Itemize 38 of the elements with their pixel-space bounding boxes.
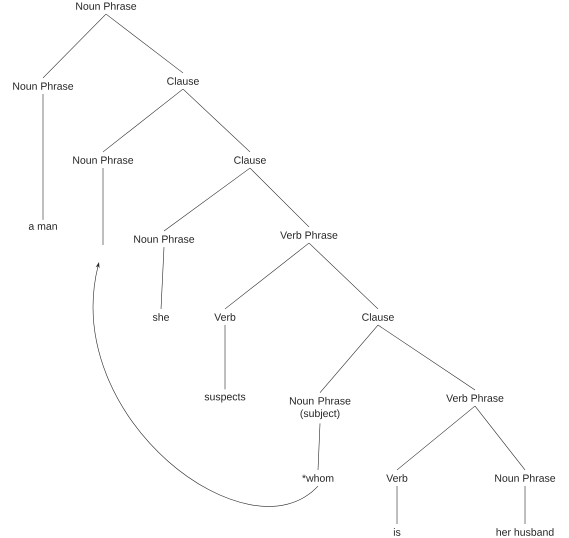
tree-branch xyxy=(308,242,378,310)
tree-label: Clause xyxy=(167,77,199,85)
tree-label: Noun Phrase (subject) xyxy=(290,396,350,420)
tree-branch xyxy=(378,324,476,390)
tree-branch xyxy=(160,246,164,310)
tree-label: Noun Phrase xyxy=(13,82,74,90)
tree-branch xyxy=(224,242,310,310)
tree-branch xyxy=(474,406,526,470)
tree-branch xyxy=(224,324,226,390)
tree-branch xyxy=(42,14,106,78)
tree-label: her husband xyxy=(496,528,554,536)
tree-label: *whom xyxy=(302,474,334,482)
tree-branch xyxy=(42,94,44,220)
tree-branch xyxy=(396,406,476,470)
tree-label: Clause xyxy=(362,313,394,321)
tree-label: Verb xyxy=(214,313,236,321)
tree-label: Verb Phrase xyxy=(280,231,338,239)
tree-branch xyxy=(318,423,320,470)
tree-label: Noun Phrase xyxy=(495,474,556,482)
tree-label: a man xyxy=(28,224,57,230)
tree-label: Verb Phrase xyxy=(446,394,504,402)
tree-label: Verb xyxy=(386,474,408,482)
tree-branch xyxy=(320,324,378,393)
tree-label: suspects xyxy=(204,394,246,402)
tree-branch xyxy=(106,14,184,74)
tree-branch xyxy=(182,88,250,152)
tree-label: Noun Phrase xyxy=(73,156,134,164)
tree-branch xyxy=(102,88,184,152)
tree-branch xyxy=(396,486,398,524)
tree-label: she xyxy=(152,313,169,321)
tree-branch xyxy=(250,168,310,228)
tree-label: is xyxy=(394,528,400,536)
tree-label: Noun Phrase xyxy=(76,2,136,10)
tree-label: Clause xyxy=(234,156,266,164)
tree-branch xyxy=(524,486,526,524)
tree-label: Noun Phrase xyxy=(134,235,194,243)
tree-branch xyxy=(164,168,250,232)
tree-branch xyxy=(102,168,104,246)
